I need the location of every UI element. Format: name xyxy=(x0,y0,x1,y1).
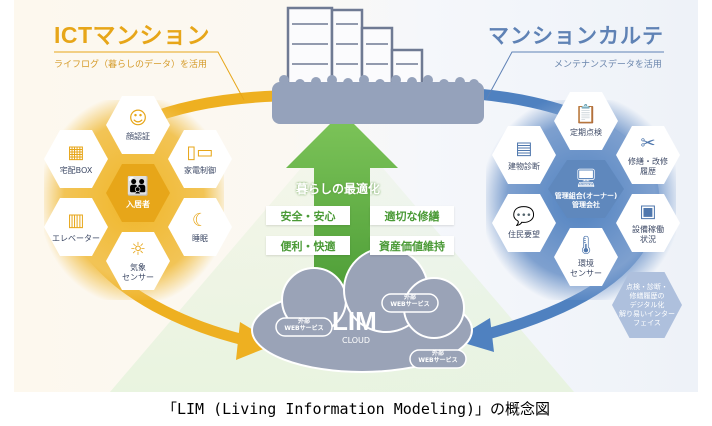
manager-desk-icon: 🖥 xyxy=(574,167,598,189)
delivery-box-icon: ▦ xyxy=(67,141,85,163)
hex-environment-sensor: 🌡 環境 センサー xyxy=(554,228,618,286)
hex-management: 🖥 管理組合(オーナー) 管理会社 xyxy=(548,160,624,218)
right-leader-line xyxy=(485,51,664,101)
elevator-icon: ▥ xyxy=(67,209,85,231)
external-cloud-3 xyxy=(409,349,467,369)
left-subtitle: ライフログ（暮らしのデータ）を活用 xyxy=(54,60,208,70)
blue-arrowhead xyxy=(454,318,494,352)
hex-appliance-control: ▯▭ 家電制御 xyxy=(168,130,232,188)
left-title: ICTマンション xyxy=(54,22,211,48)
lim-title: LIM xyxy=(332,306,377,336)
hex-periodic-inspection: 📋 定期点検 xyxy=(554,92,618,150)
right-subtitle: メンテナンスデータを活用 xyxy=(554,60,662,70)
hex-repair-history: ✂ 修繕・改修 履歴 xyxy=(616,126,680,184)
external-web-service-label-3: 外部 WEBサービス xyxy=(418,350,458,364)
benefit-box-convenience: 便利・快適 xyxy=(266,236,350,255)
diagram-canvas: ICTマンション ライフログ（暮らしのデータ）を活用 マンションカルテ メンテナ… xyxy=(14,0,698,392)
thermometer-icon: 🌡 xyxy=(574,234,598,256)
hex-digitalization-note: 点検・診断・ 修繕履歴の デジタル化 解り易いインター フェイス xyxy=(612,272,682,338)
hex-elevator: ▥ エレベーター xyxy=(44,198,108,256)
external-cloud-1 xyxy=(275,317,333,337)
people-silhouettes-icon xyxy=(272,75,484,124)
external-web-service-label-2: 外部 WEBサービス xyxy=(390,294,430,308)
figure-caption: 「LIM (Living Information Modeling)」の概念図 xyxy=(161,400,551,418)
lim-subtitle: CLOUD xyxy=(342,336,371,345)
hex-sleep: ☾ 睡眠 xyxy=(168,198,232,256)
residents-icon: 👪 xyxy=(126,175,150,197)
checklist-inspection-icon: 📋 xyxy=(574,103,598,125)
benefit-box-safety: 安全・安心 xyxy=(266,206,350,225)
left-leader-line xyxy=(54,51,245,101)
equipment-monitor-icon: ▣ xyxy=(639,200,657,222)
right-title: マンションカルテ xyxy=(488,24,664,48)
benefit-box-repair: 適切な修繕 xyxy=(370,206,454,225)
hex-delivery-box: ▦ 宅配BOX xyxy=(44,130,108,188)
appliance-control-icon: ▯▭ xyxy=(186,141,214,163)
hex-equipment-status: ▣ 設備稼働 状況 xyxy=(616,194,680,252)
face-recognition-icon: ☺ xyxy=(128,107,148,129)
moon-star-icon: ☾ xyxy=(191,209,209,231)
chat-bubble-icon: 💬 xyxy=(512,205,536,227)
optimization-heading: 暮らしの最適化 xyxy=(296,182,381,196)
benefit-box-asset-value: 資産価値維持 xyxy=(370,236,454,255)
external-web-service-label-1: 外部 WEBサービス xyxy=(284,318,324,332)
tools-icon: ✂ xyxy=(640,132,656,154)
weather-icon: ☼ xyxy=(129,238,147,260)
clipboard-icon: ▤ xyxy=(515,137,533,159)
hex-residents: 👪 入居者 xyxy=(106,164,170,222)
external-cloud-2 xyxy=(381,293,439,313)
